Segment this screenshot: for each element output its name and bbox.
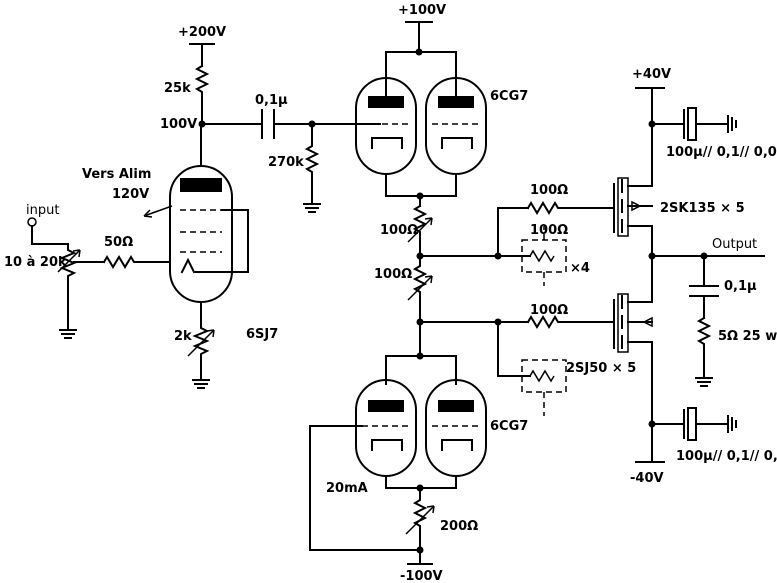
ground-symbol: [192, 371, 210, 389]
v120-label: 120V: [112, 187, 149, 202]
input-terminal[interactable]: [27, 217, 37, 227]
ground-symbol: [695, 373, 713, 387]
optional-resistor-box-2: [521, 359, 567, 393]
resistor-200: [412, 487, 428, 557]
bias-pot-2-label: 100Ω: [374, 267, 412, 282]
fet-p-label: 2SJ50 × 5: [566, 361, 636, 376]
input-label: input: [26, 203, 59, 218]
ground-symbol: [727, 115, 737, 133]
ground-symbol: [303, 197, 321, 213]
r50-label: 50Ω: [104, 235, 133, 250]
supply-40v-neg: -40V: [630, 471, 664, 486]
gate-opt-label: 100Ω: [530, 223, 568, 238]
supply-40v-pos: +40V: [632, 67, 671, 82]
cap-top-label: 100μ// 0,1// 0,01: [666, 145, 777, 160]
pentode-6sj7: 6SJ7 Vers Alim 120V: [82, 123, 278, 342]
r2k-label: 2k: [174, 329, 192, 344]
tube-6cg7-top-label: 6CG7: [490, 89, 528, 104]
double-triode-6cg7-bottom: 6CG7 20mA 200Ω -100V: [309, 352, 528, 583]
plate-supply: +200V 25k 100V: [160, 25, 226, 132]
resistor-270k: [304, 123, 320, 199]
vers-alim-label: Vers Alim: [82, 167, 151, 182]
input-stage: input 10 à 20k 50Ω: [4, 203, 171, 339]
supply-100v-neg: -100V: [400, 569, 443, 583]
bias-pot-2: [412, 255, 428, 323]
times4-label: ×4: [570, 261, 590, 276]
r200-label: 200Ω: [440, 519, 478, 534]
coupling-network: 0,1μ 270k: [201, 93, 381, 213]
gate-resistor-2: [526, 315, 615, 329]
tube-6sj7-label: 6SJ7: [246, 327, 278, 342]
supply-100v-top: +100V: [398, 3, 446, 18]
capacitor-coupling: [261, 109, 275, 139]
output-label: Output: [712, 237, 757, 252]
ground-symbol: [59, 319, 77, 339]
resistor-50: [102, 255, 171, 269]
r270k-label: 270k: [268, 155, 304, 170]
gate-r1-label: 100Ω: [530, 183, 568, 198]
output-mosfets: 2SK135 × 5 2SJ50 × 5: [566, 177, 745, 376]
gate-r2-label: 100Ω: [530, 303, 568, 318]
c-out-label: 0,1μ: [724, 279, 757, 294]
r25k-label: 25k: [164, 81, 191, 96]
node-100v-label: 100V: [160, 117, 197, 132]
gate-resistor-1: [526, 201, 615, 215]
output-capacitor: [689, 255, 719, 319]
load-resistor: [696, 316, 712, 375]
bias-network: 100Ω 100Ω: [374, 204, 433, 357]
r-load-label: 5Ω 25 w: [718, 329, 777, 344]
tube-6cg7-bottom-label: 6CG7: [490, 419, 528, 434]
coupling-cap-label: 0,1μ: [255, 93, 288, 108]
double-triode-6cg7-top: +100V 6CG7: [355, 3, 528, 207]
bias-pot-1-label: 100Ω: [380, 223, 418, 238]
cathode-resistor-2k: 2k: [174, 321, 215, 389]
gate-network: 100Ω 100Ω ×4 100Ω: [419, 183, 615, 416]
cap-bottom-label: 100μ// 0,1// 0,01: [676, 449, 777, 464]
fet-n-label: 2SK135 × 5: [660, 201, 745, 216]
output-rails: +40V 100μ// 0,1// 0,01 Output 0,1μ 5Ω 25…: [630, 67, 777, 486]
input-pot-label: 10 à 20k: [4, 255, 67, 270]
supply-200v: +200V: [178, 25, 226, 40]
current-label: 20mA: [326, 481, 368, 496]
resistor-25k: [194, 64, 210, 125]
ground-symbol: [727, 415, 737, 433]
